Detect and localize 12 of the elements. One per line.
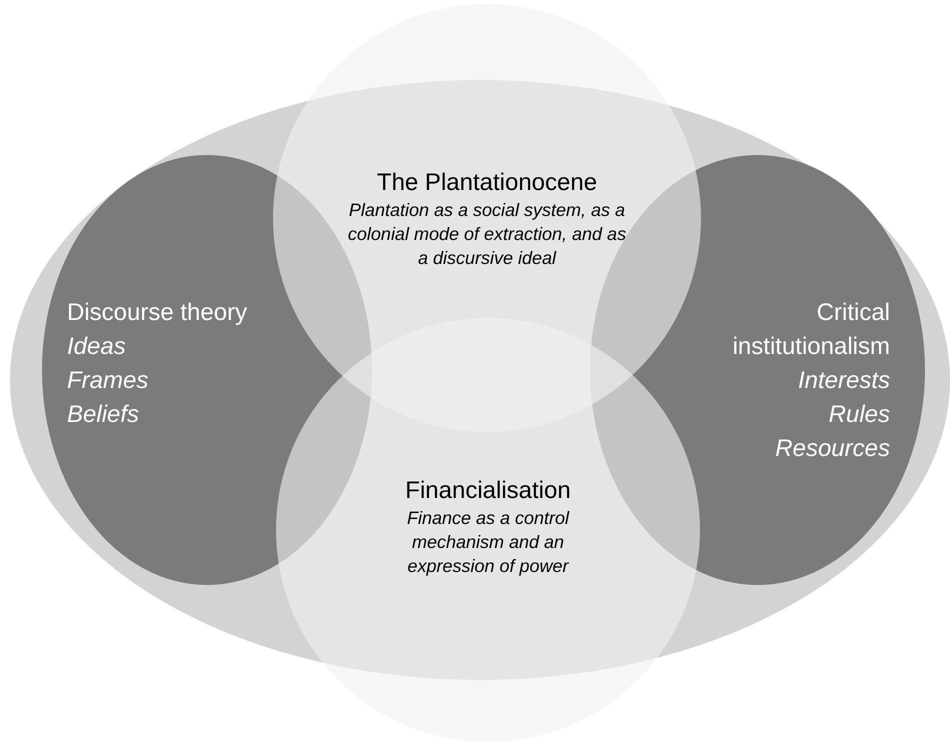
description: Finance as a control mechanism and an expression of power [406, 507, 570, 578]
description: Plantation as a social system, as a colonial mode of extraction, and as a discursive ideal [346, 199, 628, 270]
heading: Financialisation [405, 476, 571, 506]
list-item: Rules [828, 400, 890, 430]
heading: Discourse theory [67, 298, 248, 328]
heading: The Plantationocene [376, 168, 598, 198]
list-item: Beliefs [67, 400, 140, 430]
list-item: Frames [67, 366, 148, 396]
list-item: Interests [798, 366, 890, 396]
list-item: Resources [775, 434, 890, 464]
heading: Critical institutionalism [732, 298, 890, 362]
list-item: Ideas [67, 332, 126, 362]
